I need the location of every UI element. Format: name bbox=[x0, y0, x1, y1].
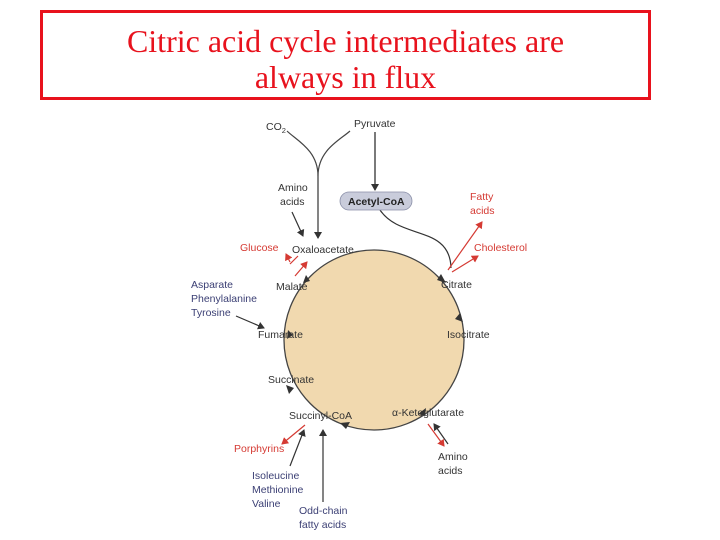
valine-label: Valine bbox=[252, 498, 281, 510]
cycle-circle bbox=[283, 249, 465, 431]
methionine-label: Methionine bbox=[252, 484, 304, 496]
acetylcoa-to-citrate-line bbox=[379, 209, 452, 269]
amino-acids-bottom-line1: Amino bbox=[438, 451, 468, 463]
co2-label: CO2 bbox=[266, 121, 286, 135]
odd-chain-line2: fatty acids bbox=[299, 519, 346, 531]
pyruvate-label: Pyruvate bbox=[354, 118, 396, 130]
isoleucine-label: Isoleucine bbox=[252, 470, 299, 482]
title-line-1: Citric acid cycle intermediates are bbox=[126, 23, 565, 59]
porphyrins-label: Porphyrins bbox=[234, 443, 284, 455]
malate-to-oxaloacetate-arrow bbox=[294, 261, 308, 277]
succinate-label: Succinate bbox=[268, 374, 314, 386]
citrate-to-fatty-acids-arrow bbox=[447, 221, 483, 271]
citrate-label: Citrate bbox=[441, 279, 472, 291]
co2-release-line bbox=[286, 130, 319, 177]
asparate-label: Asparate bbox=[191, 279, 233, 291]
odd-chain-line1: Odd-chain bbox=[299, 505, 348, 517]
glucose-arrow-head bbox=[285, 253, 293, 263]
tyrosine-label: Tyrosine bbox=[191, 307, 231, 319]
title-line-2: always in flux bbox=[254, 59, 437, 95]
alpha-ketoglutarate-label: α-Ketoglutarate bbox=[392, 407, 464, 419]
oxaloacetate-to-glucose-line bbox=[289, 255, 299, 265]
aromatic-aa-to-fumarate-arrow bbox=[235, 315, 265, 330]
fatty-acids-line2: acids bbox=[470, 205, 495, 217]
citrate-to-cholesterol-arrow bbox=[451, 255, 479, 273]
acetyl-coa-label: Acetyl-CoA bbox=[348, 196, 405, 208]
cycle-direction-arrows bbox=[286, 274, 463, 429]
malate-label: Malate bbox=[276, 281, 308, 293]
fatty-acids-line1: Fatty bbox=[470, 191, 494, 203]
amino-acids-bottom-line2: acids bbox=[438, 465, 463, 477]
fumarate-label: Fumarate bbox=[258, 329, 303, 341]
isocitrate-label: Isocitrate bbox=[447, 329, 490, 341]
akg-to-amino-acids-arrow bbox=[427, 423, 445, 447]
cholesterol-label: Cholesterol bbox=[474, 242, 527, 254]
amino-acids-to-akg-arrow bbox=[433, 423, 449, 445]
succinylcoa-to-porphyrins-arrow bbox=[281, 424, 306, 445]
pyruvate-branch-line bbox=[317, 130, 351, 177]
phenylalanine-label: Phenylalanine bbox=[191, 293, 257, 305]
glucose-label: Glucose bbox=[240, 242, 279, 254]
succinyl-coa-label: Succinyl-CoA bbox=[289, 410, 352, 422]
branched-aa-to-succinylcoa-arrow bbox=[289, 429, 306, 467]
amino-acids-top-line1: Amino bbox=[278, 182, 308, 194]
amino-acids-top-line2: acids bbox=[280, 196, 305, 208]
acetyl-coa-box bbox=[339, 191, 413, 211]
amino-acids-to-oxaloacetate-arrow bbox=[291, 211, 305, 237]
oxaloacetate-label: Oxaloacetate bbox=[292, 244, 354, 256]
slide-title: Citric acid cycle intermediates are alwa… bbox=[40, 10, 651, 100]
